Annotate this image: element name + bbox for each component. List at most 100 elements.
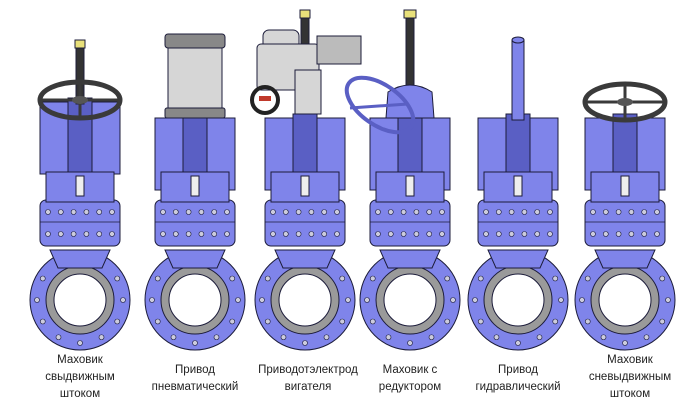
stem-window: [75, 175, 85, 197]
bolt: [534, 231, 541, 237]
cylinder-top-cap: [164, 33, 226, 49]
bolt: [57, 231, 64, 237]
bolt: [413, 209, 420, 215]
bolt: [154, 275, 161, 282]
bolt: [477, 275, 484, 282]
bolt: [334, 231, 340, 237]
bolt: [375, 209, 381, 215]
bolt: [483, 209, 489, 215]
caption-2: Привод пневматический: [135, 362, 255, 396]
bolt: [173, 231, 179, 237]
bolt: [369, 318, 376, 325]
stem-window: [513, 175, 523, 197]
bolt: [70, 209, 77, 215]
bolt: [439, 231, 445, 237]
bolt: [34, 297, 40, 303]
bolt: [495, 209, 502, 215]
handwheel: [37, 79, 123, 121]
caption-3: Приводотэлектрод вигателя: [248, 362, 368, 396]
bolt: [493, 334, 500, 341]
bolt: [120, 297, 126, 303]
bolt: [302, 340, 308, 346]
caption-line: редуктором: [378, 381, 442, 393]
bolt: [400, 231, 407, 237]
bolt: [229, 275, 236, 282]
bolt: [547, 209, 553, 215]
bolt: [552, 275, 559, 282]
caption-line: свыдвижным: [45, 371, 115, 383]
caption-line: Маховик с: [382, 364, 438, 376]
manual-override-wheel: [250, 85, 280, 115]
handwheel-hub: [72, 96, 88, 104]
bolt: [160, 209, 166, 215]
bolt: [173, 209, 179, 215]
bolt: [213, 334, 220, 341]
bolt: [321, 209, 328, 215]
bolt: [160, 231, 166, 237]
valve-pneumatic: [144, 33, 246, 351]
bolt: [334, 209, 340, 215]
bolt: [387, 209, 394, 215]
bolt: [536, 334, 543, 341]
handwheel-spoke: [349, 102, 409, 110]
bore-opening: [168, 273, 222, 327]
bolt: [264, 275, 271, 282]
handwheel: [582, 81, 668, 123]
bolt: [615, 231, 622, 237]
gear-housing: [294, 69, 322, 115]
bolt: [602, 209, 609, 215]
bolt: [615, 209, 622, 215]
electric-motor: [316, 35, 362, 65]
bolt: [643, 334, 650, 341]
bolt: [665, 297, 671, 303]
bolt: [170, 334, 177, 341]
bolt: [628, 231, 635, 237]
bolt: [515, 340, 521, 346]
bore-opening: [491, 273, 545, 327]
caption-line: Приводотэлектрод: [258, 364, 358, 376]
bolt: [308, 231, 315, 237]
bolt: [295, 209, 302, 215]
bonnet-flange: [264, 199, 346, 247]
bolt: [413, 231, 420, 237]
bolt: [579, 297, 585, 303]
bolt: [321, 231, 328, 237]
bolt: [641, 209, 648, 215]
body-neck: [487, 249, 549, 269]
bolt: [654, 231, 660, 237]
stem-window: [300, 175, 310, 197]
valve-hydraulic: [467, 36, 569, 351]
bolt: [450, 297, 456, 303]
bolt: [628, 209, 635, 215]
bolt: [339, 318, 346, 325]
bolt: [659, 275, 666, 282]
bolt: [472, 297, 478, 303]
bolt: [149, 297, 155, 303]
bolt: [495, 231, 502, 237]
bolt: [83, 231, 90, 237]
bolt: [323, 334, 330, 341]
bolt: [185, 209, 192, 215]
bore-opening: [53, 273, 107, 327]
caption-line: штоком: [609, 388, 651, 400]
caption-line: сневыдвижным: [588, 371, 672, 383]
bolt: [521, 231, 528, 237]
bolt: [77, 340, 83, 346]
bolt: [590, 209, 596, 215]
bolt: [602, 231, 609, 237]
bolt: [45, 231, 51, 237]
bolt: [235, 297, 241, 303]
valve-electric: [250, 9, 362, 351]
bolt: [211, 231, 217, 237]
bolt: [70, 231, 77, 237]
bolt: [55, 334, 62, 341]
bolt: [547, 231, 553, 237]
bolt: [426, 231, 433, 237]
handwheel-hub: [617, 98, 633, 106]
bolt: [552, 318, 559, 325]
caption-line: Маховик: [57, 354, 103, 366]
caption-line: вигателя: [284, 381, 332, 393]
bolt: [387, 231, 394, 237]
bolt: [375, 231, 381, 237]
bolt: [109, 209, 115, 215]
